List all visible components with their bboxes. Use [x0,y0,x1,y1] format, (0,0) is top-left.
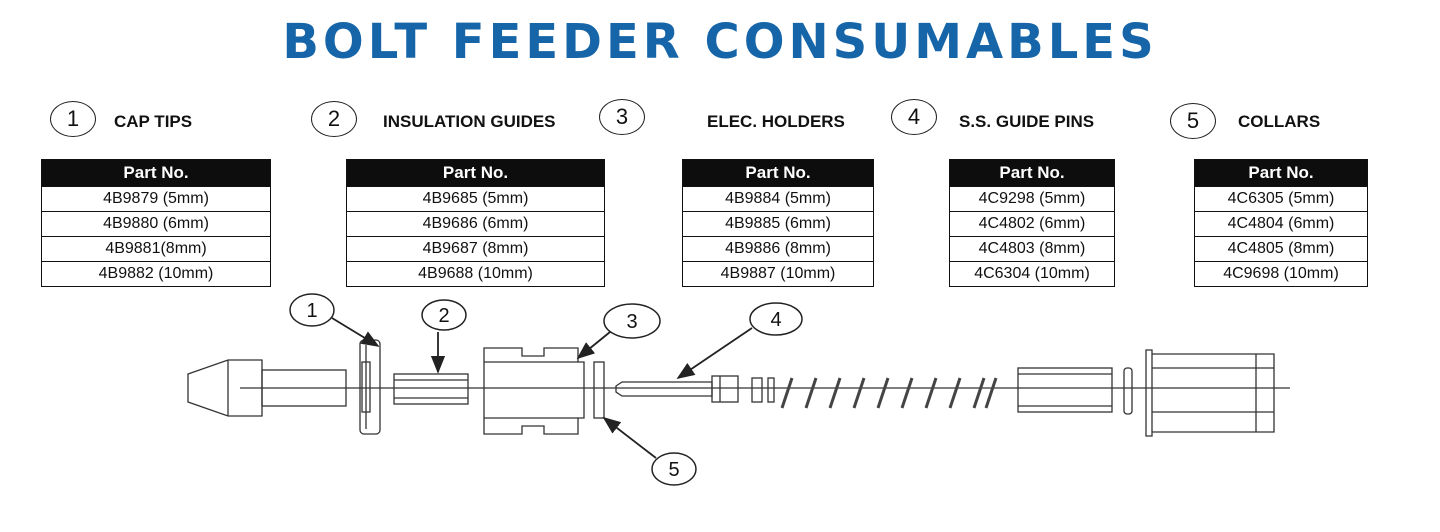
category-number: 4 [891,99,937,135]
category-label: CAP TIPS [114,112,193,131]
parts-table-cap-tips: Part No. 4B9879 (5mm) 4B9880 (6mm) 4B988… [41,159,271,287]
parts-table-elec-holders: Part No. 4B9884 (5mm) 4B9885 (6mm) 4B988… [682,159,874,287]
category-number: 3 [599,99,645,135]
table-row: 4B9884 (5mm) [682,186,874,212]
table-row: 4B9688 (10mm) [346,261,605,287]
sleeve-part [1017,367,1113,413]
callout-number: 5 [668,459,679,481]
callout-number: 3 [626,311,637,333]
table-row: 4C9698 (10mm) [1194,261,1368,287]
callout-5: 5 [602,416,697,486]
parts-table-ss-guide-pins: Part No. 4C9298 (5mm) 4C4802 (6mm) 4C480… [949,159,1115,287]
table-row: 4B9687 (8mm) [346,236,605,262]
table-row: 4B9886 (8mm) [682,236,874,262]
category-number: 5 [1170,103,1216,139]
callout-1: 1 [289,293,380,347]
table-header: Part No. [1194,159,1368,187]
table-row: 4B9882 (10mm) [41,261,271,287]
small-washer-part [751,377,763,403]
collar-part [593,361,605,419]
parts-table-collars: Part No. 4C6305 (5mm) 4C4804 (6mm) 4C480… [1194,159,1368,287]
callout-number: 2 [438,305,449,327]
table-row: 4C9298 (5mm) [949,186,1115,212]
table-row: 4B9685 (5mm) [346,186,605,212]
table-header: Part No. [346,159,605,187]
table-header: Part No. [682,159,874,187]
ring-part [1123,367,1133,415]
page-title: BOLT FEEDER CONSUMABLES [282,14,1158,70]
callout-number: 1 [306,300,317,322]
electrode-holder-part [483,347,585,435]
category-label: COLLARS [1238,112,1321,131]
callout-4: 4 [676,302,803,380]
callout-number: 4 [770,309,781,331]
category-number: 2 [311,101,357,137]
callout-2: 2 [421,299,467,374]
parts-table-insulation-guides: Part No. 4B9685 (5mm) 4B9686 (6mm) 4B968… [346,159,605,287]
housing-part [1145,349,1275,437]
table-row: 4B9887 (10mm) [682,261,874,287]
table-row: 4C6304 (10mm) [949,261,1115,287]
category-label: S.S. GUIDE PINS [959,112,1095,131]
small-washer-part [767,377,775,403]
category-label: INSULATION GUIDES [383,112,556,131]
table-row: 4C4802 (6mm) [949,211,1115,237]
table-row: 4B9880 (6mm) [41,211,271,237]
category-label: ELEC. HOLDERS [707,112,845,131]
insulation-guide-part [393,373,469,405]
callout-3: 3 [576,303,661,360]
cap-tip-part [187,359,347,417]
category-number: 1 [50,101,96,137]
insulation-disc-part [359,339,381,435]
table-row: 4B9686 (6mm) [346,211,605,237]
spring-part [780,377,998,409]
guide-pin-part [615,375,739,403]
table-row: 4B9879 (5mm) [41,186,271,212]
